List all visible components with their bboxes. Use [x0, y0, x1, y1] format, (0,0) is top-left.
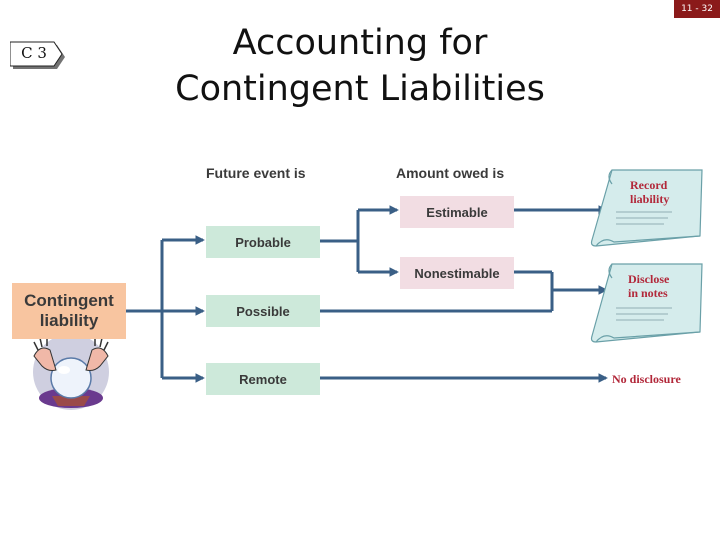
header-amount-owed: Amount owed is	[396, 165, 504, 181]
contingent-liability-box: Contingent liability	[12, 283, 126, 339]
header-future-event: Future event is	[206, 165, 306, 181]
disclose-notes-label: Disclose in notes	[628, 272, 669, 300]
estimable-box: Estimable	[400, 196, 514, 228]
disclose-line-1: Disclose	[628, 272, 669, 286]
probable-box: Probable	[206, 226, 320, 258]
record-line-1: Record	[630, 178, 669, 192]
record-liability-label: Record liability	[630, 178, 669, 206]
record-line-2: liability	[630, 192, 669, 206]
remote-box: Remote	[206, 363, 320, 395]
nonestimable-box: Nonestimable	[400, 257, 514, 289]
contingent-liability-line-1: Contingent	[24, 291, 114, 311]
disclose-line-2: in notes	[628, 286, 669, 300]
possible-box: Possible	[206, 295, 320, 327]
no-disclosure-label: No disclosure	[612, 372, 681, 387]
crystal-ball-icon	[33, 334, 109, 410]
contingent-liability-line-2: liability	[40, 311, 99, 331]
